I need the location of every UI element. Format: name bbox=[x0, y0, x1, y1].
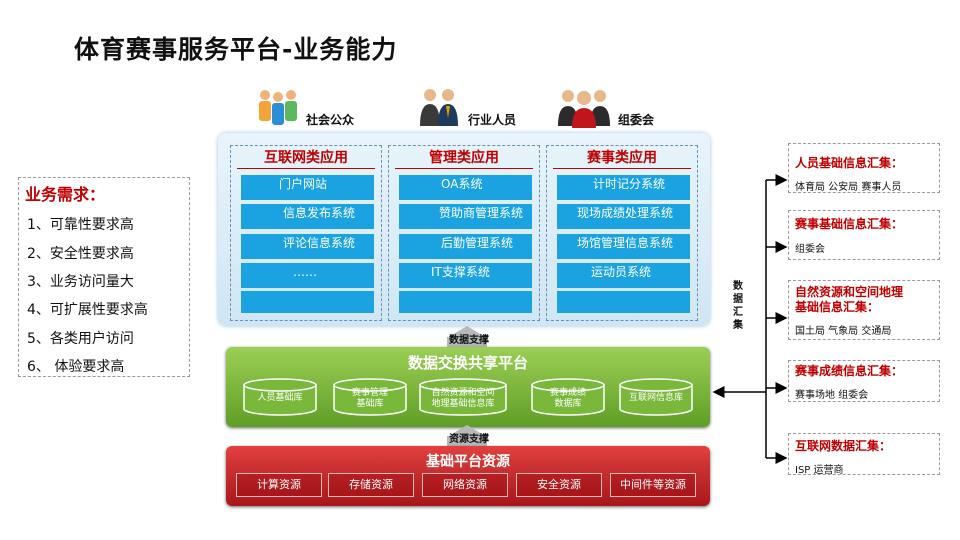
database-icon: 自然资源和空间 地理基础信息库 bbox=[431, 388, 495, 409]
app-column-title: 互联网类应用 bbox=[264, 150, 348, 166]
public-users-icon bbox=[259, 90, 297, 125]
resource-item: 存储资源 bbox=[328, 473, 414, 497]
app-item: 运动员系统 bbox=[557, 263, 690, 288]
resource-item: 网络资源 bbox=[422, 473, 508, 497]
source-box-internet: 互联网数据汇集： ISP 运营商 bbox=[788, 433, 940, 476]
user-label-public: 社会公众 bbox=[306, 113, 355, 127]
requirements-title: 业务需求： bbox=[25, 185, 106, 204]
app-item bbox=[557, 291, 690, 313]
resource-support-arrow bbox=[447, 425, 487, 437]
requirement-item: 4、可扩展性要求高 bbox=[27, 302, 148, 318]
page-title: 体育赛事服务平台-业务能力 bbox=[74, 35, 398, 64]
app-column-event: 赛事类应用 计时记分系统 现场成绩处理系统 场馆管理信息系统 运动员系统 bbox=[546, 145, 698, 321]
app-item: 现场成绩处理系统 bbox=[557, 204, 690, 229]
user-label-industry: 行业人员 bbox=[468, 113, 517, 127]
app-column-title: 赛事类应用 bbox=[587, 150, 657, 166]
resource-item: 计算资源 bbox=[236, 473, 322, 497]
requirement-item: 2、安全性要求高 bbox=[27, 246, 134, 262]
database-icon: 赛事管理 基础库 bbox=[351, 388, 388, 409]
app-item: 评论信息系统 bbox=[241, 234, 374, 259]
app-item: 赞助商管理系统 bbox=[399, 204, 532, 229]
app-item: …… bbox=[241, 263, 374, 288]
database-icon: 赛事成绩 数据库 bbox=[549, 388, 586, 409]
app-item: 计时记分系统 bbox=[557, 175, 690, 200]
resource-item: 安全资源 bbox=[516, 473, 602, 497]
app-item: 门户网站 bbox=[241, 175, 374, 200]
requirement-item: 1、可靠性要求高 bbox=[27, 217, 134, 233]
source-box-personnel: 人员基础信息汇集： 体育局 公安局 赛事人员 bbox=[788, 143, 940, 193]
exchange-title: 数据交换共享平台 bbox=[407, 354, 528, 372]
resource-support-label: 资源支撑 bbox=[449, 434, 489, 445]
app-item: OA系统 bbox=[399, 175, 532, 200]
app-item: 信息发布系统 bbox=[241, 204, 374, 229]
user-label-committee: 组委会 bbox=[618, 113, 655, 127]
data-exchange-platform: 数据交换共享平台 人员基础库 赛事管理 基础库 自然资源和空间 地理基础信息库 … bbox=[226, 347, 710, 427]
app-item: IT支撑系统 bbox=[399, 263, 532, 288]
application-layer: 互联网类应用 门户网站 信息发布系统 评论信息系统 …… 管理类应用 OA系统 … bbox=[218, 133, 710, 326]
committee-users-icon bbox=[558, 90, 610, 128]
user-group-public: 社会公众 bbox=[256, 88, 354, 128]
user-group-industry: 行业人员 bbox=[418, 86, 516, 128]
requirement-item: 6、 体验要求高 bbox=[27, 359, 125, 375]
app-column-title: 管理类应用 bbox=[429, 150, 499, 166]
business-requirements-box: 业务需求： 1、可靠性要求高 2、安全性要求高 3、业务访问量大 4、可扩展性要… bbox=[18, 177, 190, 377]
app-item: 后勤管理系统 bbox=[399, 234, 532, 259]
aggregation-connectors bbox=[712, 174, 788, 464]
app-column-management: 管理类应用 OA系统 赞助商管理系统 后勤管理系统 IT支撑系统 bbox=[388, 145, 540, 321]
database-icons bbox=[243, 378, 693, 416]
industry-users-icon bbox=[420, 89, 458, 126]
database-icon: 人员基础库 bbox=[257, 393, 303, 403]
data-support-label: 数据支撑 bbox=[449, 335, 489, 346]
source-box-results: 赛事成绩信息汇集： 赛事场地 组委会 bbox=[788, 360, 940, 402]
base-title: 基础平台资源 bbox=[426, 454, 510, 470]
requirement-item: 5、各类用户访问 bbox=[27, 331, 134, 347]
base-platform-resources: 基础平台资源 计算资源 存储资源 网络资源 安全资源 中间件等资源 bbox=[226, 446, 710, 506]
app-item bbox=[241, 291, 374, 313]
source-box-natural-resources: 自然资源和空间地理 基础信息汇集： 国土局 气象局 交通局 bbox=[788, 280, 940, 340]
app-column-internet: 互联网类应用 门户网站 信息发布系统 评论信息系统 …… bbox=[230, 145, 382, 321]
requirement-item: 3、业务访问量大 bbox=[27, 274, 134, 290]
data-support-arrow bbox=[447, 326, 487, 338]
app-item bbox=[399, 291, 532, 313]
app-item: 场馆管理信息系统 bbox=[557, 234, 690, 259]
source-box-event-basic: 赛事基础信息汇集： 组委会 bbox=[788, 210, 940, 260]
aggregation-label: 数据汇集 bbox=[733, 281, 743, 331]
resource-item: 中间件等资源 bbox=[610, 473, 696, 497]
user-group-committee: 组委会 bbox=[556, 86, 654, 128]
database-icon: 互联网信息库 bbox=[628, 393, 683, 403]
